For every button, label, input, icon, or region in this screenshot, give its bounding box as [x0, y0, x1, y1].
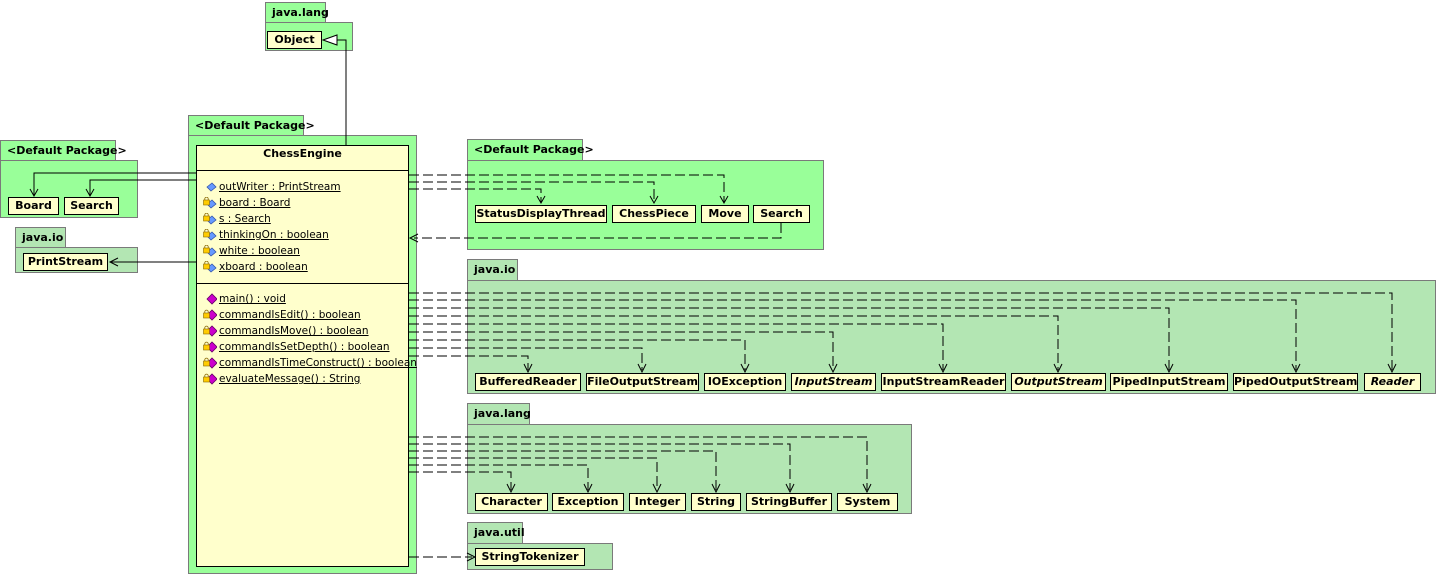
- operation-main[interactable]: main() : void: [203, 291, 286, 307]
- dependency-inputstreamreader: [409, 323, 944, 370]
- dependency-character: [409, 471, 512, 490]
- dependency-string: [409, 450, 717, 490]
- association-board: [33, 172, 196, 195]
- class-object[interactable]: Object: [267, 31, 322, 49]
- operation-label: main() : void: [219, 293, 286, 305]
- dependency-reader: [409, 292, 1393, 370]
- operation-commandissetdepth[interactable]: commandIsSetDepth() : boolean: [203, 339, 390, 355]
- attribute-s[interactable]: s : Search: [203, 211, 271, 227]
- attribute-separator: [197, 170, 408, 171]
- attribute-xboard[interactable]: xboard : boolean: [203, 259, 308, 275]
- class-integer[interactable]: Integer: [629, 493, 686, 511]
- class-stringbuffer[interactable]: StringBuffer: [746, 493, 832, 511]
- package-tab-java-lang-top[interactable]: java.lang: [265, 2, 329, 23]
- private-method-icon: [203, 325, 217, 337]
- operation-commandistimeconstruct[interactable]: commandIsTimeConstruct() : boolean: [203, 355, 417, 371]
- package-tab-default-right[interactable]: <Default Package>: [467, 139, 594, 160]
- attribute-board[interactable]: board : Board: [203, 195, 290, 211]
- private-field-icon: [203, 261, 217, 273]
- dependency-search-back: [414, 223, 782, 239]
- operation-label: commandIsSetDepth() : boolean: [219, 341, 390, 353]
- class-chessengine-title: ChessEngine: [263, 147, 342, 160]
- dependency-arrowheads: [408, 195, 1397, 562]
- attribute-label: s : Search: [219, 213, 271, 225]
- private-method-icon: [203, 341, 217, 353]
- class-stringtokenizer[interactable]: StringTokenizer: [475, 548, 585, 566]
- dependency-system: [409, 436, 868, 490]
- package-tab-java-io-right[interactable]: java.io: [467, 259, 518, 280]
- field-icon: [206, 182, 217, 192]
- attribute-label: xboard : boolean: [219, 261, 308, 273]
- dependency-move: [409, 174, 725, 202]
- class-printstream-left[interactable]: PrintStream: [23, 253, 108, 271]
- private-method-icon: [203, 357, 217, 369]
- operation-label: evaluateMessage() : String: [219, 373, 361, 385]
- generalization-arrowhead: [321, 34, 338, 46]
- operation-label: commandIsMove() : boolean: [219, 325, 369, 337]
- class-move[interactable]: Move: [701, 205, 749, 223]
- dependency-chesspiece: [409, 181, 655, 202]
- class-string[interactable]: String: [691, 493, 741, 511]
- dependency-pipedoutputstream: [409, 299, 1297, 370]
- class-inputstreamreader[interactable]: InputStreamReader: [881, 373, 1006, 391]
- private-field-icon: [203, 197, 217, 209]
- class-chessengine[interactable]: ChessEngine outWriter : PrintStream boar…: [196, 145, 417, 567]
- attribute-label: outWriter : PrintStream: [219, 181, 341, 193]
- operation-label: commandIsTimeConstruct() : boolean: [219, 357, 417, 369]
- attribute-label: white : boolean: [219, 245, 300, 257]
- method-icon: [206, 293, 217, 305]
- package-tab-java-io-left[interactable]: java.io: [15, 227, 66, 248]
- dependency-integer: [409, 457, 658, 490]
- attribute-thinkingon[interactable]: thinkingOn : boolean: [203, 227, 329, 243]
- class-board[interactable]: Board: [8, 197, 59, 215]
- private-field-icon: [203, 245, 217, 257]
- class-chesspiece[interactable]: ChessPiece: [612, 205, 696, 223]
- package-tab-default-main[interactable]: <Default Package>: [188, 115, 315, 136]
- attribute-label: board : Board: [219, 197, 291, 209]
- operation-separator: [197, 283, 408, 284]
- attribute-outwriter[interactable]: outWriter : PrintStream: [203, 179, 341, 195]
- operation-evaluatemessage[interactable]: evaluateMessage() : String: [203, 371, 360, 387]
- class-search-right[interactable]: Search: [753, 205, 810, 223]
- dependency-outputstream: [409, 315, 1059, 370]
- association-search-left: [89, 179, 196, 195]
- class-inputstream[interactable]: InputStream: [791, 373, 876, 391]
- operation-commandismove[interactable]: commandIsMove() : boolean: [203, 323, 369, 339]
- package-tab-java-util[interactable]: java.util: [467, 522, 525, 543]
- operation-label: commandIsEdit() : boolean: [219, 309, 361, 321]
- class-statusdisplaythread[interactable]: StatusDisplayThread: [475, 205, 607, 223]
- private-method-icon: [203, 373, 217, 385]
- attribute-white[interactable]: white : boolean: [203, 243, 300, 259]
- package-tab-default-left[interactable]: <Default Package>: [0, 140, 127, 161]
- class-ioexception[interactable]: IOException: [704, 373, 786, 391]
- class-system[interactable]: System: [837, 493, 898, 511]
- dependency-pipedinputstream: [409, 307, 1170, 370]
- attribute-label: thinkingOn : boolean: [219, 229, 329, 241]
- private-method-icon: [203, 309, 217, 321]
- class-search-left[interactable]: Search: [64, 197, 119, 215]
- private-field-icon: [203, 229, 217, 241]
- class-outputstream[interactable]: OutputStream: [1011, 373, 1106, 391]
- class-character[interactable]: Character: [475, 493, 548, 511]
- dependency-bufferedreader: [409, 355, 529, 370]
- package-tab-java-lang-right[interactable]: java.lang: [467, 403, 531, 424]
- class-exception[interactable]: Exception: [552, 493, 624, 511]
- operation-commandisedit[interactable]: commandIsEdit() : boolean: [203, 307, 361, 323]
- class-fileoutputstream[interactable]: FileOutputStream: [586, 373, 699, 391]
- class-reader[interactable]: Reader: [1364, 373, 1421, 391]
- private-field-icon: [203, 213, 217, 225]
- dependency-ioexception: [409, 339, 746, 370]
- dependency-exception: [409, 464, 589, 490]
- dependency-statusdisplaythread: [409, 188, 542, 202]
- generalization-line: [337, 39, 347, 145]
- class-pipedinputstream[interactable]: PipedInputStream: [1110, 373, 1228, 391]
- class-pipedoutputstream[interactable]: PipedOutputStream: [1233, 373, 1358, 391]
- dependency-stringbuffer: [409, 443, 791, 490]
- class-bufferedreader[interactable]: BufferedReader: [475, 373, 581, 391]
- dependency-fileoutputstream: [409, 347, 643, 370]
- dependency-inputstream: [409, 331, 834, 370]
